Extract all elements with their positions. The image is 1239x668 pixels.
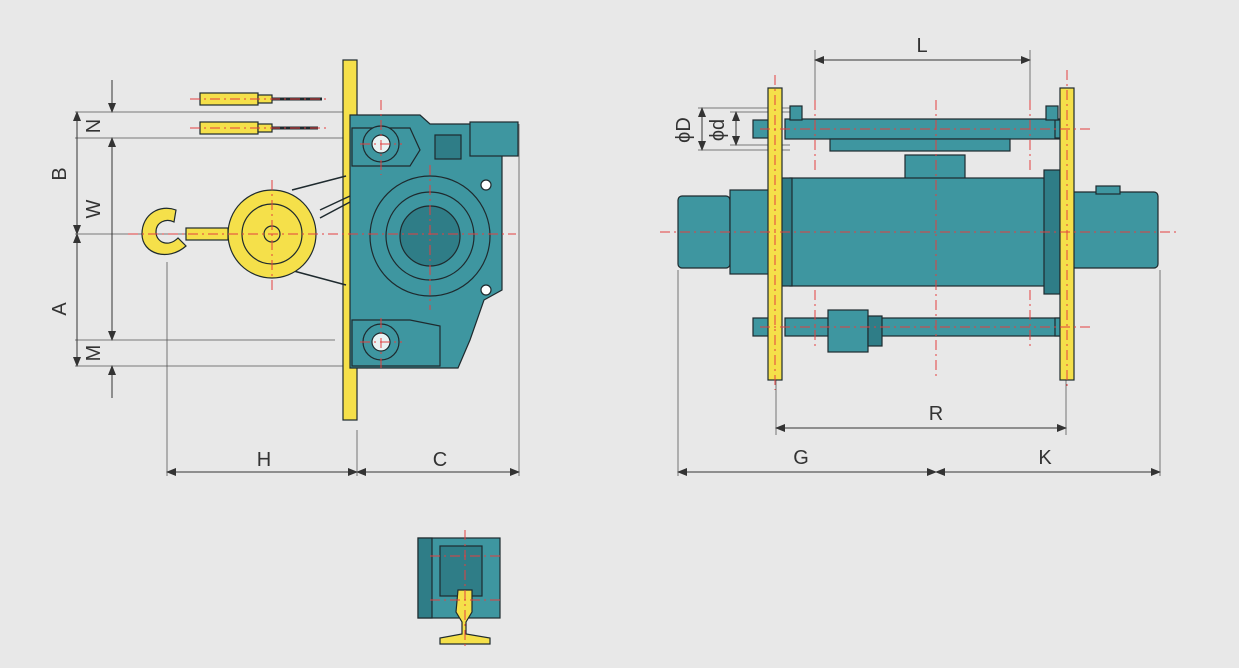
dim-label-w: W [83, 199, 105, 218]
coupling-flange [867, 315, 883, 347]
frame-tie-top [789, 105, 803, 121]
rail-section-view [417, 537, 501, 645]
motor-right-top [1095, 185, 1121, 195]
front-dimension-labels: L ϕD ϕd R G K [673, 35, 1052, 469]
front-centerlines [660, 70, 1180, 390]
side-centerlines [128, 98, 516, 372]
dim-label-n: N [83, 119, 105, 133]
trolley-section-rib [417, 537, 433, 619]
top-bracket [469, 121, 519, 157]
dim-label-phi-small-d: ϕd [707, 119, 729, 141]
dim-label-a: A [49, 302, 71, 316]
frame-tie-top [1045, 105, 1059, 121]
dim-label-k: K [1038, 447, 1052, 469]
dim-label-b: B [49, 167, 71, 180]
front-dimension-lines [677, 56, 1161, 476]
side-view [75, 59, 520, 476]
gearbox-window [434, 134, 462, 160]
dim-label-l: L [916, 35, 927, 57]
coupling [827, 309, 869, 353]
side-dimension-lines [73, 80, 520, 476]
dim-label-phi-big-d: ϕD [673, 117, 695, 143]
dim-label-g: G [793, 447, 809, 469]
rail-centerlines [430, 530, 500, 650]
crane-hook-icon [141, 207, 187, 256]
dim-label-m: M [83, 345, 105, 362]
side-bolt [480, 179, 492, 191]
dim-label-c: C [433, 449, 447, 471]
trolley-section-slot [439, 545, 483, 597]
side-bolt [480, 284, 492, 296]
motor-right [1069, 191, 1159, 269]
top-shaft-plate [829, 138, 1011, 152]
dim-label-r: R [929, 403, 943, 425]
hoist-cables [289, 175, 351, 286]
side-dimension-labels: N B W A M H C [49, 119, 447, 471]
dim-label-h: H [257, 449, 271, 471]
